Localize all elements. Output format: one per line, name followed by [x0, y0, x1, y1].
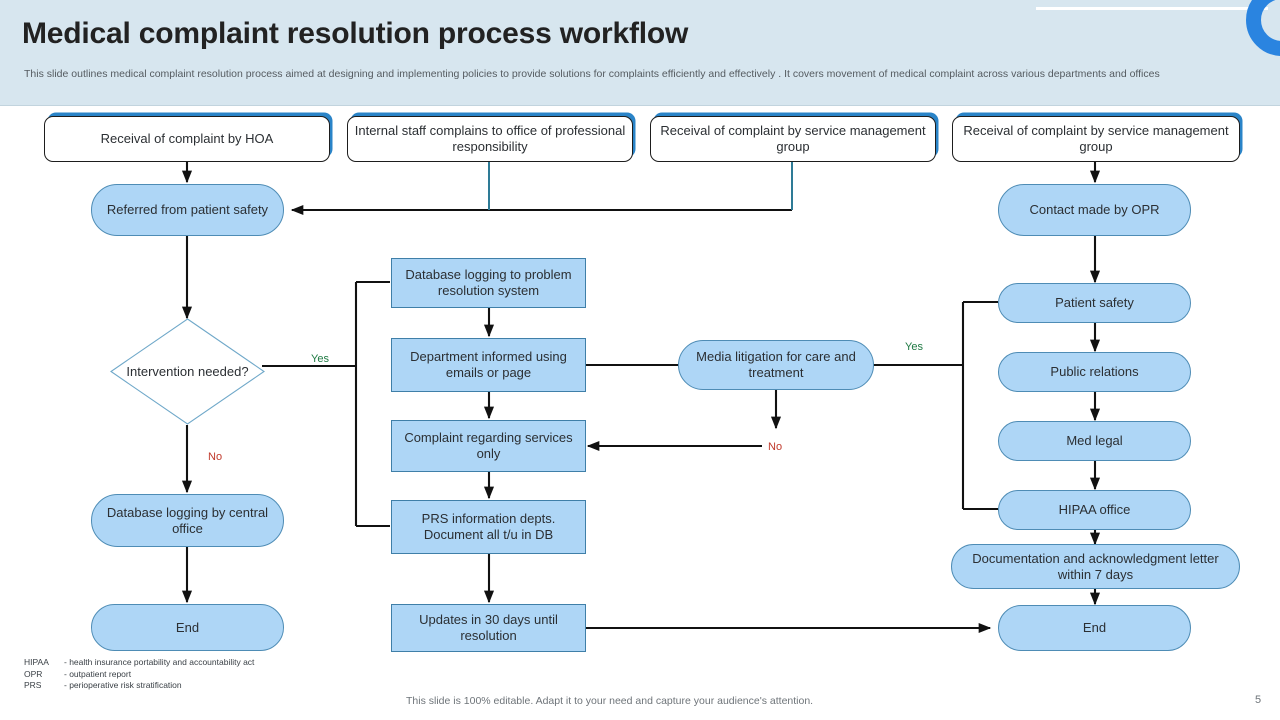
legend-item: OPR - outpatient report: [24, 669, 254, 681]
legend-value: - outpatient report: [64, 668, 132, 679]
node-label: Receival of complaint by service managem…: [660, 123, 926, 154]
node-public-relations[interactable]: Public relations: [998, 352, 1191, 392]
node-end-right[interactable]: End: [998, 605, 1191, 651]
page-number: 5: [1255, 694, 1262, 706]
node-label: Internal staff complains to office of pr…: [354, 123, 626, 154]
node-updates-30-days[interactable]: Updates in 30 days until resolution: [391, 604, 586, 652]
header-accent-line: [1036, 7, 1268, 10]
page-subtitle: This slide outlines medical complaint re…: [24, 68, 1160, 80]
node-intake-internal-staff[interactable]: Internal staff complains to office of pr…: [347, 116, 633, 162]
node-label: Department informed using emails or page: [410, 349, 567, 380]
node-label: Documentation and acknowledgment letter …: [972, 550, 1219, 582]
node-label: Database logging to problem resolution s…: [405, 267, 572, 298]
node-label: PRS information depts. Document all t/u …: [421, 511, 556, 542]
node-label: Referred from patient safety: [106, 202, 269, 217]
slide-header: Medical complaint resolution process wor…: [0, 0, 1280, 106]
node-media-litigation[interactable]: Media litigation for care and treatment: [678, 340, 874, 390]
blue-ring-logo-icon: [1246, 0, 1280, 56]
edge-label-media-no: No: [768, 441, 783, 453]
node-intervention-needed[interactable]: Intervention needed?: [110, 318, 265, 425]
node-label: Public relations: [1050, 364, 1139, 379]
node-intake-hoa[interactable]: Receival of complaint by HOA: [44, 116, 330, 162]
node-label: Complaint regarding services only: [404, 430, 573, 461]
node-label: Med legal: [1066, 433, 1123, 448]
node-intake-service-mgmt-2[interactable]: Receival of complaint by service managem…: [952, 116, 1240, 162]
node-referred-patient-safety[interactable]: Referred from patient safety: [91, 184, 284, 236]
node-label: Media litigation for care and treatment: [696, 349, 856, 380]
node-patient-safety[interactable]: Patient safety: [998, 283, 1191, 323]
node-label: Intervention needed?: [126, 363, 249, 379]
node-label: Receival of complaint by HOA: [100, 131, 274, 146]
node-label: Patient safety: [1055, 295, 1134, 310]
node-database-logging-prs[interactable]: Database logging to problem resolution s…: [391, 258, 586, 308]
node-label: Contact made by OPR: [1029, 202, 1160, 217]
node-intake-service-mgmt-1[interactable]: Receival of complaint by service managem…: [650, 116, 936, 162]
legend-key: HIPAA: [24, 657, 49, 667]
node-label: HIPAA office: [1058, 502, 1131, 517]
node-label: End: [175, 619, 200, 635]
node-department-informed[interactable]: Department informed using emails or page: [391, 338, 586, 392]
legend-value: - health insurance portability and accou…: [64, 657, 255, 667]
edge-label-intervention-yes: Yes: [311, 353, 329, 365]
node-hipaa-office[interactable]: HIPAA office: [998, 490, 1191, 530]
node-documentation-ack[interactable]: Documentation and acknowledgment letter …: [951, 544, 1240, 589]
edge-label-intervention-no: No: [208, 451, 223, 463]
node-label: Receival of complaint by service managem…: [963, 123, 1229, 154]
node-contact-opr[interactable]: Contact made by OPR: [998, 184, 1191, 236]
node-label: End: [1082, 620, 1107, 635]
node-med-legal[interactable]: Med legal: [998, 421, 1191, 461]
abbreviation-legend: HIPAA - health insurance portability and…: [24, 657, 254, 692]
legend-item: HIPAA - health insurance portability and…: [24, 657, 254, 669]
legend-value: - perioperative risk stratification: [64, 680, 182, 690]
node-label: Database logging by central office: [106, 504, 269, 536]
node-complaint-services-only[interactable]: Complaint regarding services only: [391, 420, 586, 472]
node-database-logging-central[interactable]: Database logging by central office: [91, 494, 284, 547]
edge-label-media-yes: Yes: [905, 341, 923, 353]
node-end-left[interactable]: End: [91, 604, 284, 651]
node-prs-information-depts[interactable]: PRS information depts. Document all t/u …: [391, 500, 586, 554]
legend-key: OPR: [24, 668, 43, 679]
legend-item: PRS - perioperative risk stratification: [24, 680, 254, 692]
header-divider: [0, 105, 1280, 106]
footer-note: This slide is 100% editable. Adapt it to…: [406, 695, 814, 707]
page-title: Medical complaint resolution process wor…: [22, 17, 689, 50]
diamond-shape: [110, 318, 265, 425]
legend-key: PRS: [24, 680, 42, 690]
node-label: Updates in 30 days until resolution: [419, 612, 558, 643]
